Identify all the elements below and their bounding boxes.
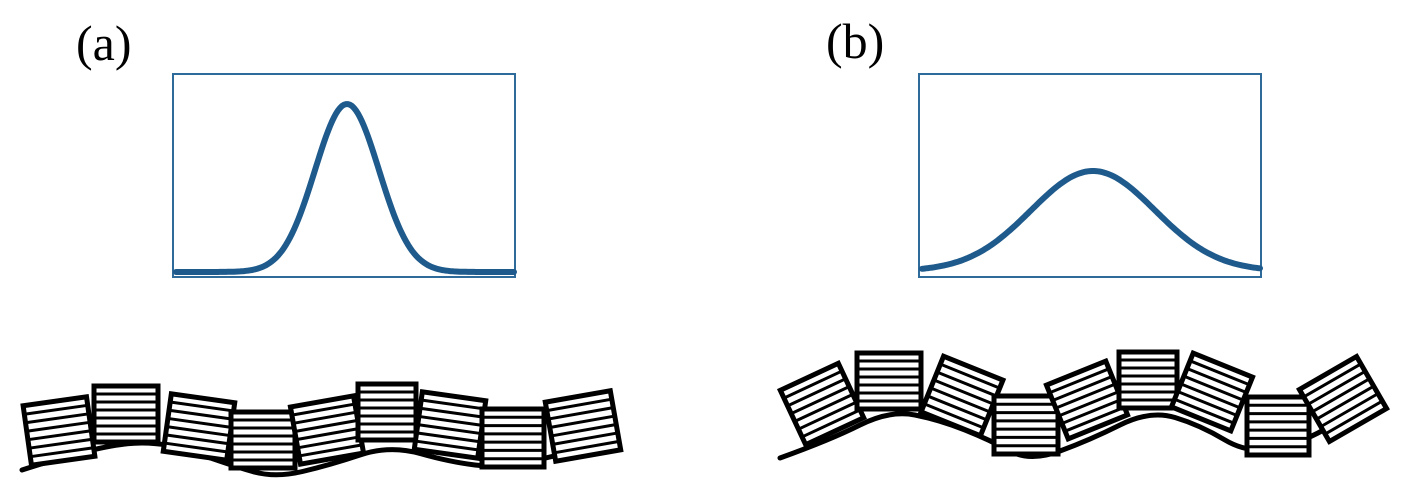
plot-frame-a xyxy=(172,73,516,278)
panel-b-crystallite-chain xyxy=(776,349,1390,461)
crystallite-a xyxy=(228,409,298,471)
plot-frame-b xyxy=(918,73,1262,278)
crystallite-a xyxy=(411,389,489,461)
crystallite-a xyxy=(20,394,98,468)
panel-a-distribution xyxy=(172,73,517,278)
crystallite-b xyxy=(854,350,924,412)
crystallite-a xyxy=(91,383,161,445)
crystallite-b xyxy=(1296,353,1390,445)
panel-a-crystallite-chain xyxy=(19,381,624,478)
crystallite-b xyxy=(1043,357,1131,443)
panel-label-a: (a) xyxy=(76,15,132,71)
panel-label-b: (b) xyxy=(826,13,885,69)
crystallite-a xyxy=(542,387,624,465)
crystallite-b xyxy=(776,359,868,449)
crystallite-b xyxy=(917,352,1007,440)
crystallite-b xyxy=(1244,394,1312,458)
crystallite-a xyxy=(479,406,547,470)
crystallite-a xyxy=(160,391,238,463)
distribution-curve-a xyxy=(173,101,517,275)
panel-b-distribution xyxy=(918,73,1263,278)
crystallite-b xyxy=(1116,349,1180,411)
crystallite-a xyxy=(355,381,419,443)
distribution-curve-b xyxy=(919,168,1263,272)
crystallite-a xyxy=(287,392,367,468)
crystallite-b xyxy=(991,393,1061,457)
crystallite-b xyxy=(1168,349,1256,435)
